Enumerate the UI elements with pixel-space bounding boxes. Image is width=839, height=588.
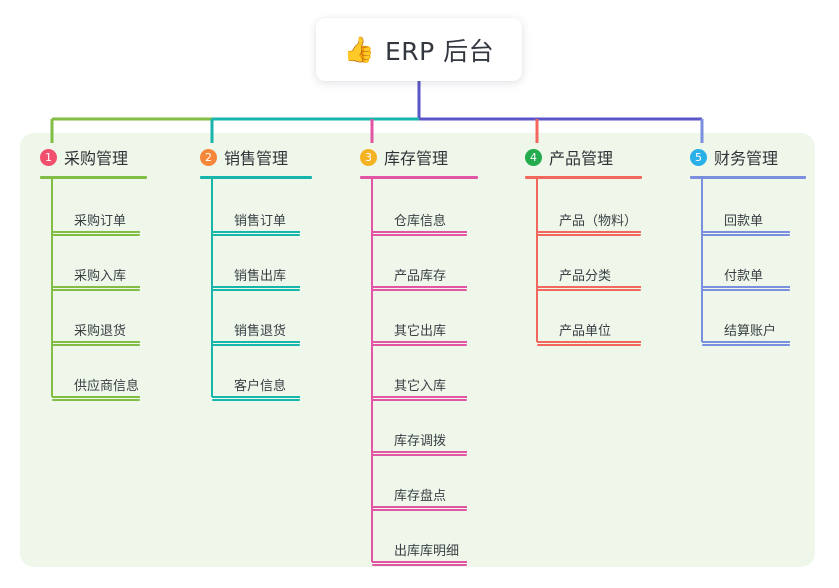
leaf-item[interactable]: 采购订单 — [52, 210, 140, 236]
branch-column-4: 4 产品管理 — [525, 146, 642, 179]
leaf-item-label: 采购退货 — [74, 324, 127, 339]
branch-title: 财务管理 — [714, 149, 779, 168]
leaf-item[interactable]: 采购入库 — [52, 265, 140, 291]
leaf-item-label: 库存盘点 — [394, 489, 447, 504]
leaf-item-underline — [212, 234, 300, 236]
leaf-item-label: 产品分类 — [559, 269, 612, 284]
leaf-item-underline — [212, 289, 300, 291]
leaf-item[interactable]: 销售退货 — [212, 320, 300, 346]
leaf-item-underline — [537, 344, 641, 346]
leaf-item-label: 其它出库 — [394, 324, 447, 339]
leaf-item-underline — [702, 344, 790, 346]
leaf-item[interactable]: 客户信息 — [212, 375, 300, 401]
branch-header-5[interactable]: 5 财务管理 — [690, 146, 806, 168]
branch-title: 采购管理 — [64, 149, 129, 168]
branch-number-badge: 2 — [200, 148, 217, 166]
branch-header-underline — [360, 176, 478, 179]
leaf-item-label: 回款单 — [724, 214, 764, 229]
branch-number-badge: 3 — [360, 148, 377, 166]
leaf-item-label: 出库库明细 — [394, 544, 460, 559]
leaf-item-label: 仓库信息 — [394, 214, 447, 229]
leaf-item-label: 产品（物料） — [559, 214, 638, 229]
leaf-item-underline — [52, 289, 140, 291]
leaf-item[interactable]: 库存盘点 — [372, 485, 467, 511]
leaf-item-underline — [52, 234, 140, 236]
branch-column-2: 2 销售管理 — [200, 146, 312, 179]
leaf-item-underline — [212, 399, 300, 401]
leaf-item-label: 销售出库 — [234, 269, 287, 284]
leaf-item[interactable]: 销售订单 — [212, 210, 300, 236]
branch-header-4[interactable]: 4 产品管理 — [525, 146, 642, 168]
thumbs-up-icon: 👍 — [343, 35, 375, 64]
root-node-content: 👍 ERP 后台 — [344, 32, 494, 68]
leaf-item-label: 销售订单 — [234, 214, 287, 229]
leaf-item[interactable]: 产品单位 — [537, 320, 641, 346]
leaf-item-underline — [372, 454, 467, 456]
leaf-item-label: 产品单位 — [559, 324, 612, 339]
branch-number-badge: 4 — [525, 148, 542, 166]
leaf-item[interactable]: 产品库存 — [372, 265, 467, 291]
leaf-item-label: 结算账户 — [724, 324, 777, 339]
leaf-item[interactable]: 其它入库 — [372, 375, 467, 401]
leaf-item-underline — [372, 509, 467, 511]
leaf-item-label: 库存调拨 — [394, 434, 447, 449]
leaf-item[interactable]: 销售出库 — [212, 265, 300, 291]
leaf-item[interactable]: 库存调拨 — [372, 430, 467, 456]
leaf-item[interactable]: 回款单 — [702, 210, 790, 236]
branches-panel — [20, 133, 815, 567]
leaf-item-underline — [702, 289, 790, 291]
branch-title: 库存管理 — [384, 149, 449, 168]
leaf-item-underline — [537, 289, 641, 291]
branch-header-underline — [200, 176, 312, 179]
branch-title: 产品管理 — [549, 149, 614, 168]
leaf-item-underline — [212, 344, 300, 346]
branch-header-underline — [525, 176, 642, 179]
leaf-item-label: 其它入库 — [394, 379, 447, 394]
leaf-item[interactable]: 仓库信息 — [372, 210, 467, 236]
leaf-item-underline — [52, 344, 140, 346]
page-title: ERP 后台 — [384, 36, 495, 66]
branch-header-underline — [40, 176, 147, 179]
leaf-item-label: 产品库存 — [394, 269, 447, 284]
leaf-item-underline — [372, 289, 467, 291]
leaf-item-underline — [372, 399, 467, 401]
leaf-item-underline — [702, 234, 790, 236]
root-node[interactable]: 👍 ERP 后台 — [316, 18, 522, 81]
leaf-item[interactable]: 其它出库 — [372, 320, 467, 346]
leaf-item-label: 采购订单 — [74, 214, 127, 229]
branch-header-1[interactable]: 1 采购管理 — [40, 146, 147, 168]
leaf-item-underline — [372, 234, 467, 236]
branch-column-5: 5 财务管理 — [690, 146, 806, 179]
leaf-item[interactable]: 结算账户 — [702, 320, 790, 346]
leaf-item[interactable]: 产品分类 — [537, 265, 641, 291]
leaf-item-label: 供应商信息 — [74, 379, 140, 394]
leaf-item[interactable]: 出库库明细 — [372, 540, 467, 566]
branch-column-1: 1 采购管理 — [40, 146, 147, 179]
branch-header-3[interactable]: 3 库存管理 — [360, 146, 478, 168]
branch-title: 销售管理 — [224, 149, 289, 168]
branch-column-3: 3 库存管理 — [360, 146, 478, 179]
leaf-item-underline — [52, 399, 140, 401]
branch-header-underline — [690, 176, 806, 179]
leaf-item[interactable]: 采购退货 — [52, 320, 140, 346]
leaf-item-underline — [372, 564, 467, 566]
leaf-item-label: 客户信息 — [234, 379, 287, 394]
leaf-item-label: 采购入库 — [74, 269, 127, 284]
leaf-item-label: 销售退货 — [234, 324, 287, 339]
branch-number-badge: 5 — [690, 148, 707, 166]
leaf-item[interactable]: 付款单 — [702, 265, 790, 291]
leaf-item[interactable]: 供应商信息 — [52, 375, 140, 401]
branch-number-badge: 1 — [40, 148, 57, 166]
leaf-item-underline — [537, 234, 641, 236]
branch-header-2[interactable]: 2 销售管理 — [200, 146, 312, 168]
leaf-item-label: 付款单 — [724, 269, 764, 284]
leaf-item-underline — [372, 344, 467, 346]
leaf-item[interactable]: 产品（物料） — [537, 210, 641, 236]
